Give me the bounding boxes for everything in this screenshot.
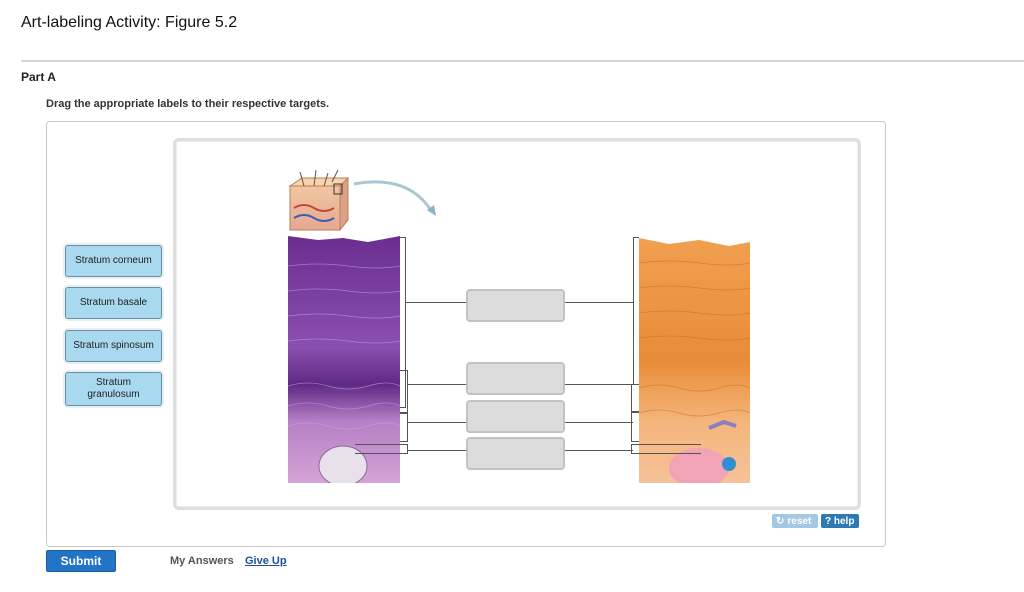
- divider: [21, 60, 1024, 62]
- label-stratum-corneum[interactable]: Stratum corneum: [65, 245, 162, 277]
- micrograph-purple: [288, 236, 400, 483]
- label-stratum-spinosum[interactable]: Stratum spinosum: [65, 330, 162, 362]
- bracket-left-2: [400, 370, 408, 414]
- bracket-right-3: [631, 412, 639, 442]
- submit-button[interactable]: Submit: [46, 550, 116, 572]
- instructions: Drag the appropriate labels to their res…: [46, 98, 330, 110]
- give-up-link[interactable]: Give Up: [245, 555, 287, 567]
- bracket-left-4: [355, 444, 408, 454]
- part-heading: Part A: [21, 70, 56, 84]
- bracket-left-1: [405, 237, 406, 407]
- label-stratum-granulosum[interactable]: Stratum granulosum: [65, 372, 162, 406]
- arrow-icon: [427, 205, 436, 216]
- skin-block-illustration: [288, 169, 436, 232]
- my-answers-link[interactable]: My Answers: [170, 555, 234, 567]
- drop-target-1[interactable]: [466, 289, 565, 322]
- drop-target-3[interactable]: [466, 400, 565, 433]
- bracket-right-1: [633, 237, 634, 384]
- reset-button[interactable]: ↻ reset: [772, 514, 818, 528]
- illustration-orange: [639, 238, 750, 483]
- label-stratum-basale[interactable]: Stratum basale: [65, 287, 162, 319]
- refresh-icon: ↻: [776, 515, 785, 527]
- bracket-left-3: [400, 412, 408, 442]
- drop-target-2[interactable]: [466, 362, 565, 395]
- bracket-right-4: [631, 444, 701, 454]
- help-button[interactable]: ? help: [821, 514, 859, 528]
- bracket-right-2: [631, 384, 639, 412]
- page-title: Art-labeling Activity: Figure 5.2: [21, 14, 238, 31]
- drop-target-4[interactable]: [466, 437, 565, 470]
